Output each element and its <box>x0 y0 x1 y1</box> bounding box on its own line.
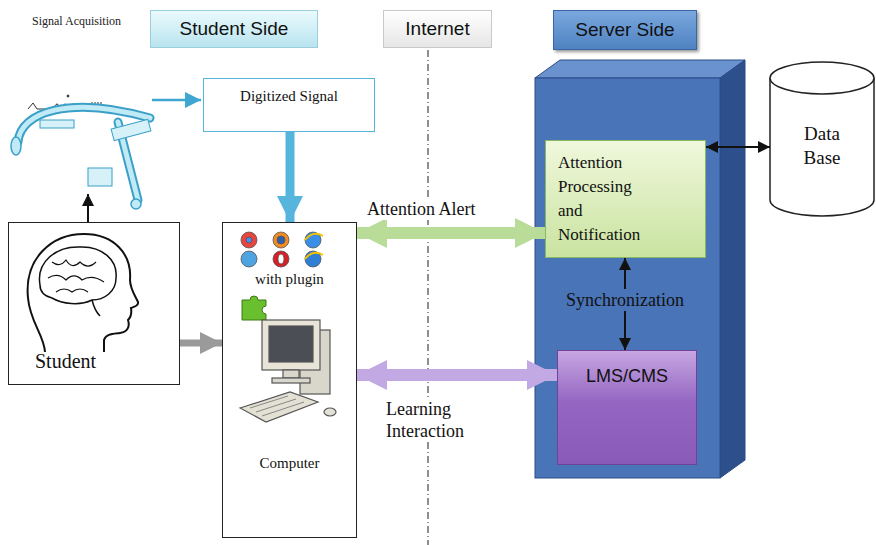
box-note: with plugin <box>255 269 324 289</box>
side-tab: Internet <box>383 10 492 48</box>
browser-icons <box>241 251 257 267</box>
server-cabinet <box>535 60 745 478</box>
box-label: Digitized Signal <box>240 86 338 106</box>
box-label: LMS/CMS <box>586 365 668 387</box>
eeg-headset <box>11 107 151 209</box>
actor-box: Student <box>8 222 180 385</box>
computer-illustration <box>269 326 313 362</box>
eeg-headset <box>18 107 150 142</box>
browser-icons <box>241 232 323 267</box>
student-head <box>28 234 139 352</box>
student-head <box>48 260 104 292</box>
connector-arrow <box>357 227 545 239</box>
database-box: Data Base <box>770 62 874 216</box>
box-label: Student <box>35 349 96 373</box>
browser-icons <box>273 251 289 267</box>
browser-icons <box>305 253 323 259</box>
wear-arrow <box>87 194 89 222</box>
plugin-icon <box>242 296 266 320</box>
process-box: Digitized Signal <box>203 78 375 132</box>
process-box: LMS/CMS <box>557 350 697 465</box>
student-head <box>28 234 139 352</box>
side-heading: Student Side <box>180 11 289 47</box>
signal-waveforms <box>67 95 69 97</box>
process-box: Attention Processing and Notification <box>545 140 706 258</box>
database-cylinder <box>770 62 874 94</box>
browser-icons <box>305 234 323 240</box>
database-cylinder <box>770 62 874 216</box>
box-label: Computer <box>260 453 320 473</box>
browser-icons <box>278 254 284 264</box>
student-head <box>39 247 116 304</box>
side-tab: Student Side <box>150 10 318 48</box>
eeg-headset <box>111 119 151 140</box>
eeg-headset <box>88 168 112 186</box>
computer-illustration <box>272 378 310 383</box>
computer-illustration <box>324 408 336 416</box>
eeg-headset <box>11 137 21 155</box>
browser-icons <box>277 236 285 244</box>
student-head <box>92 300 100 316</box>
box-label: Data Base <box>792 122 852 170</box>
connector-arrow <box>180 340 222 347</box>
server-cabinet <box>720 60 745 478</box>
database-cylinder <box>770 78 874 216</box>
computer-illustration <box>283 370 299 378</box>
computer-illustration <box>240 320 336 422</box>
signal-waveforms <box>28 103 45 109</box>
internet-divider <box>427 50 428 545</box>
computer-illustration <box>250 396 304 416</box>
eeg-headset <box>40 120 74 128</box>
computer-illustration <box>240 392 318 422</box>
edge-label: Synchronization <box>563 289 687 311</box>
connector-arrow <box>286 132 295 222</box>
browser-icons <box>246 237 252 243</box>
browser-icons <box>273 232 289 248</box>
connector-arrow <box>357 369 557 381</box>
computer-illustration <box>262 320 320 370</box>
edge-label: Learning Interaction <box>383 398 501 442</box>
side-heading: Server Side <box>553 10 697 50</box>
part-label: Signal Acquisition <box>32 14 121 29</box>
server-cabinet <box>535 78 720 478</box>
server-cabinet <box>535 60 745 78</box>
server-box: Attention Processing and NotificationLMS… <box>535 10 745 480</box>
eeg-headset <box>131 199 141 209</box>
connector-arrow <box>706 146 770 148</box>
eeg-headset <box>18 107 150 142</box>
signal-arrow <box>152 99 201 102</box>
side-heading: Internet <box>405 11 469 47</box>
browser-icons <box>241 232 257 248</box>
edge-label: Attention Alert <box>364 198 478 220</box>
box-label: Attention Processing and Notification <box>558 151 658 247</box>
client-box: with pluginComputer <box>222 222 357 538</box>
